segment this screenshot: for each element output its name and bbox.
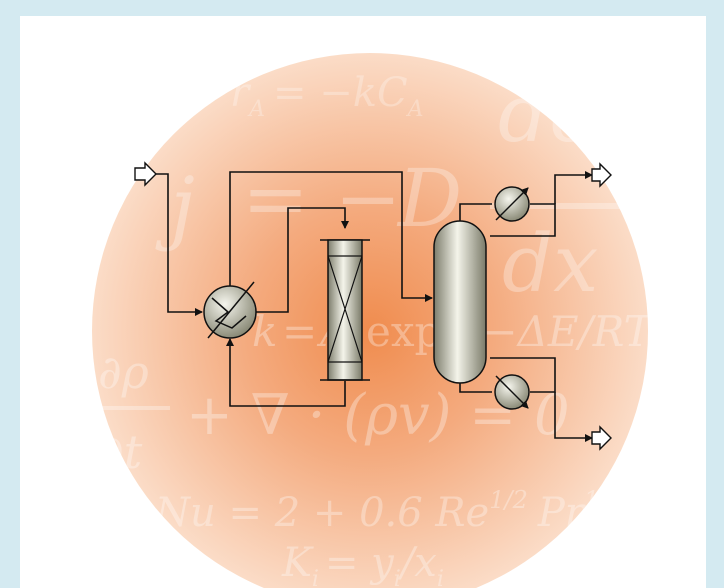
svg-text:Ki= yi/xi: Ki= yi/xi <box>281 540 444 588</box>
reboiler-icon <box>494 374 530 410</box>
illustration-frame: rA= −kCA j = − D dc dx k = A exp (−ΔE/RT… <box>20 16 706 588</box>
svg-text:∂t: ∂t <box>100 425 143 479</box>
svg-text:dc: dc <box>498 67 594 160</box>
heat-exchanger-icon <box>203 281 257 339</box>
distillation-column-icon <box>433 220 487 384</box>
svg-text:exp: exp <box>366 307 441 356</box>
feed-inlet-arrow <box>134 161 157 187</box>
equation-continuity: ∂ρ ∂t + ∇ · (ρv) = 0 <box>92 345 570 479</box>
equation-equilibrium: Ki= yi/xi <box>281 540 444 588</box>
exchanger-to-column-stream <box>229 171 433 302</box>
distillate-outlet-arrow <box>591 162 612 188</box>
condenser-icon <box>494 186 530 222</box>
svg-text:(−ΔE/RT): (−ΔE/RT) <box>466 307 668 356</box>
exchanger-to-reactor-stream <box>253 207 349 313</box>
reboiler-return-stream <box>490 357 556 393</box>
equation-rate: rA= −kCA <box>230 70 424 122</box>
bottoms-product-stream <box>554 392 593 442</box>
svg-text:∂ρ: ∂ρ <box>98 345 149 399</box>
reactor-icon <box>320 239 370 381</box>
svg-text:=: = <box>282 307 317 356</box>
svg-text:dx: dx <box>502 217 598 310</box>
equation-arrhenius: k = A exp (−ΔE/RT) <box>252 307 668 356</box>
svg-text:= −: = − <box>242 152 402 245</box>
feed-stream <box>155 173 203 316</box>
recycle-stream <box>226 338 346 407</box>
bottoms-outlet-arrow <box>591 425 612 451</box>
process-streams <box>155 171 593 442</box>
process-flow-diagram: rA= −kCA j = − D dc dx k = A exp (−ΔE/RT… <box>92 53 706 588</box>
condenser-outlet-stream <box>490 203 556 237</box>
svg-text:rA= −kCA: rA= −kCA <box>230 70 424 122</box>
distillate-stream <box>554 171 593 204</box>
